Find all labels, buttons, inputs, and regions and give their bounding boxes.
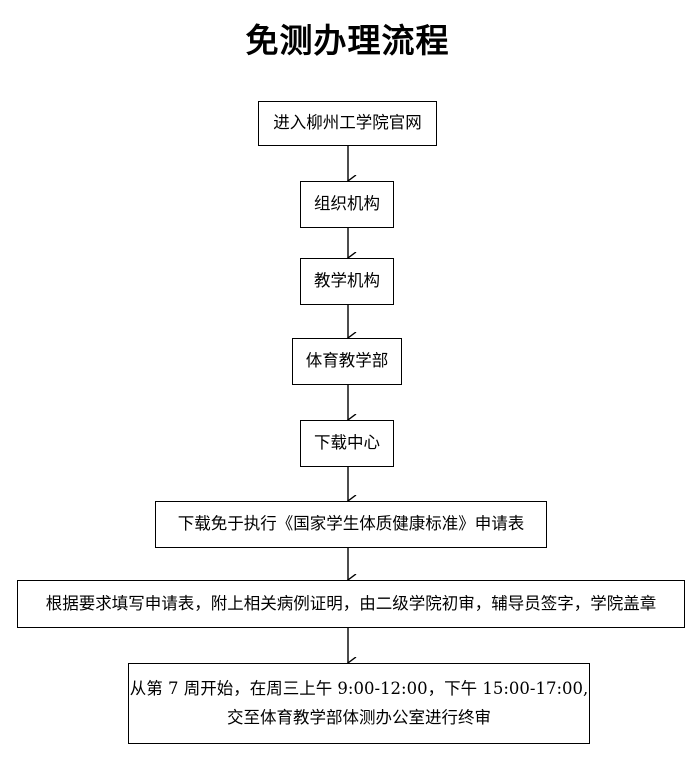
step-download-center: 下载中心 — [300, 420, 394, 467]
step-final-review: 从第 7 周开始，在周三上午 9:00-12:00，下午 15:00-17:00… — [128, 663, 590, 744]
step-pe-department: 体育教学部 — [292, 338, 402, 385]
step-organization: 组织机构 — [300, 181, 394, 228]
step-label: 体育教学部 — [305, 351, 389, 371]
page-title: 免测办理流程 — [245, 21, 450, 60]
step-teaching-units: 教学机构 — [300, 258, 394, 305]
step-fill-form: 根据要求填写申请表，附上相关病例证明，由二级学院初审，辅导员签字，学院盖章 — [17, 580, 685, 628]
step-label: 下载免于执行《国家学生体质健康标准》申请表 — [177, 514, 525, 534]
step-label: 组织机构 — [314, 194, 380, 214]
step-label: 进入柳州工学院官网 — [273, 113, 422, 133]
step-label: 下载中心 — [314, 433, 380, 453]
step-label-line2: 交至体育教学部体测办公室进行终审 — [227, 707, 491, 727]
step-visit-website: 进入柳州工学院官网 — [258, 101, 437, 146]
step-label-line1: 从第 7 周开始，在周三上午 9:00-12:00，下午 15:00-17:00… — [129, 679, 589, 699]
step-download-form: 下载免于执行《国家学生体质健康标准》申请表 — [155, 501, 547, 548]
step-label: 根据要求填写申请表，附上相关病例证明，由二级学院初审，辅导员签字，学院盖章 — [45, 593, 657, 613]
step-label: 教学机构 — [314, 271, 380, 291]
